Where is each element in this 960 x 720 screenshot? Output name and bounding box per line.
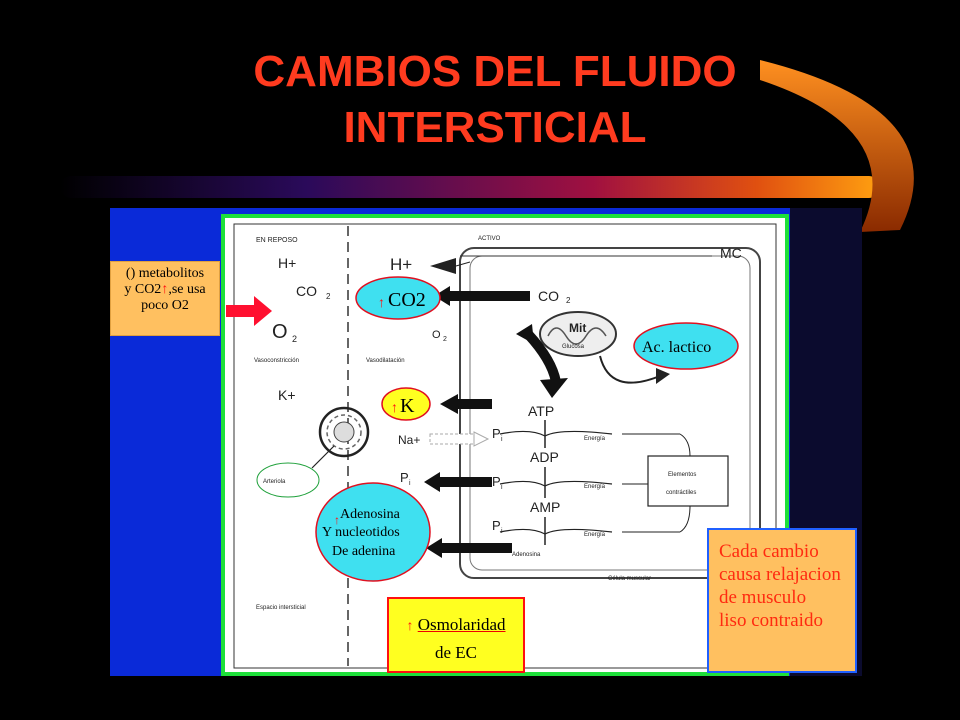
co2-bubble-text: CO2 (388, 289, 426, 311)
adenosine-line2: Y nucleotidos (322, 525, 400, 540)
slide-title-line2: INTERSTICIAL (343, 103, 647, 152)
mit-to-lactic-arrow (599, 355, 661, 384)
lactic-acid-text: Ac. lactico (642, 339, 711, 356)
arteriola-label-oval (256, 462, 320, 498)
svg-text:i: i (501, 528, 503, 535)
label-activo: ACTIVO (478, 236, 501, 242)
label-pi-3: P (492, 518, 501, 533)
adenosine-line3: De adenina (332, 544, 396, 559)
adenosine-up-arrow: ↑ (334, 513, 340, 527)
label-arteriola: Arteriola (263, 479, 286, 485)
label-adenosina-small: Adenosina (512, 552, 541, 558)
left-metabolitos-note: () metabolitos y CO2↑,se usa poco O2 (110, 261, 220, 336)
left-note-line1: () metabolitos (125, 266, 205, 281)
label-co2-right: CO (538, 288, 559, 304)
svg-text:i: i (501, 436, 503, 443)
osm-line2: de EC (434, 643, 478, 662)
label-pi-2: P (492, 474, 501, 489)
conclusion-line1: Cada cambio (719, 541, 819, 562)
conclusion-line2: causa relajacion (719, 564, 841, 585)
up-arrow-icon: ↑ (161, 282, 169, 297)
svg-text:2: 2 (566, 296, 571, 305)
k-up-arrow: ↑ (391, 401, 398, 416)
k-bubble-text: K (400, 395, 415, 417)
co2-bubble (355, 276, 441, 320)
osm-up-arrow-icon: ↑ (406, 619, 414, 634)
label-glucosa: Glucosa (562, 344, 585, 350)
adenosine-arrow (426, 538, 442, 558)
left-note-line2b: ,se usa (168, 282, 206, 297)
label-o2-right: O (432, 329, 441, 341)
label-en-reposo: EN REPOSO (256, 237, 298, 244)
svg-text:i: i (409, 480, 411, 487)
label-h-plus-right: H+ (390, 255, 412, 274)
co2-arrow (434, 286, 450, 306)
label-pi-left: P (400, 470, 409, 485)
conclusion-line3: de musculo (719, 587, 807, 608)
osm-line1: Osmolaridad (417, 615, 506, 634)
label-pi-1: P (492, 426, 501, 441)
arteriole-outer (318, 406, 370, 458)
slide-title-line1: CAMBIOS DEL FLUIDO (253, 47, 737, 96)
label-energia-2: Energía (584, 484, 606, 490)
label-k-plus: K+ (278, 387, 296, 403)
osmolaridad-box: ↑ Osmolaridad de EC (387, 597, 525, 673)
left-note-line2: y CO2 (124, 282, 162, 297)
k-arrow (440, 394, 458, 414)
svg-text:2: 2 (292, 334, 297, 344)
label-mc: MC (720, 245, 742, 261)
h-plus-arrow (430, 258, 456, 274)
pi-arrow (424, 472, 440, 492)
label-energia-3: Energía (584, 532, 606, 538)
conclusion-note: Cada cambio causa relajacion de musculo … (707, 528, 857, 673)
arteriola-pointer (311, 445, 335, 469)
lactic-acid-bubble (633, 322, 739, 370)
label-contractiles: contráctiles (666, 490, 696, 496)
svg-text:i: i (501, 484, 503, 491)
label-elementos: Elementos (668, 472, 696, 478)
label-atp: ATP (528, 403, 554, 419)
label-celula-muscular: Célula muscular (608, 576, 651, 582)
label-energia-1: Energía (584, 436, 606, 442)
k-bubble (381, 387, 431, 421)
label-na-plus: Na+ (398, 433, 420, 447)
conclusion-line4: liso contraido (719, 610, 823, 631)
label-mit: Mit (569, 321, 586, 335)
adenosine-bubble (315, 482, 431, 582)
muscle-cell-outline (459, 247, 761, 579)
label-espacio-intersticial: Espacio intersticial (256, 605, 306, 611)
red-pointer-arrow (226, 305, 254, 317)
label-vasoconstriccion: Vasoconstricción (254, 358, 299, 364)
label-vasodilatacion: Vasodilatación (366, 358, 405, 364)
label-co2-left: CO (296, 283, 317, 299)
label-amp: AMP (530, 499, 560, 515)
label-h-plus-left: H+ (278, 255, 296, 271)
label-adp: ADP (530, 449, 559, 465)
elementos-contractiles-box (647, 455, 729, 507)
left-note-line3: poco O2 (141, 298, 189, 313)
mitochondria (539, 311, 617, 357)
adenosine-line1: Adenosina (340, 507, 401, 522)
svg-text:2: 2 (326, 292, 331, 301)
co2-up-arrow: ↑ (378, 296, 385, 311)
svg-text:2: 2 (443, 336, 447, 343)
label-o2-left: O (272, 321, 288, 343)
